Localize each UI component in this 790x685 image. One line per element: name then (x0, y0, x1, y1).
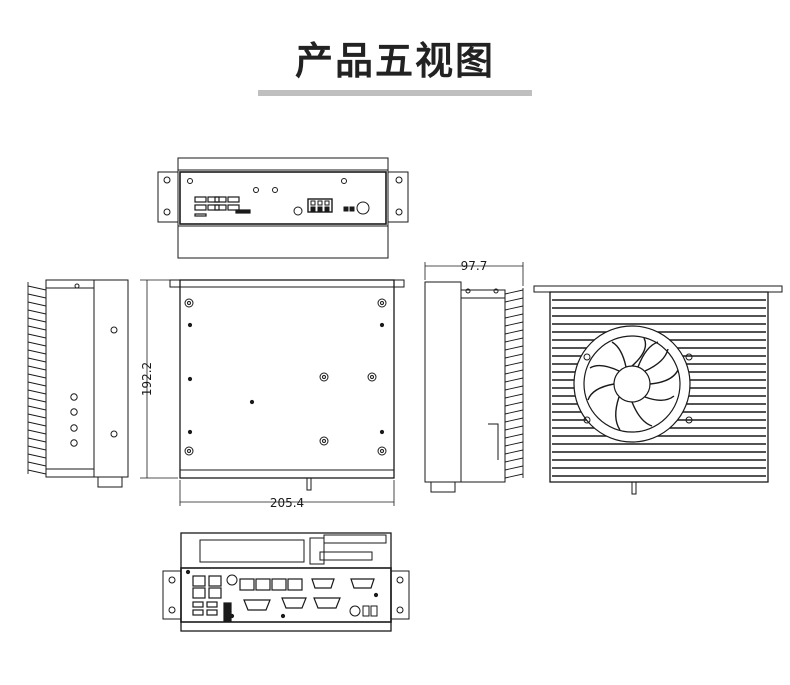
bottom-view-fan (533, 285, 783, 495)
rear-view-io-panel (162, 532, 410, 632)
page-title: 产品五视图 (294, 39, 495, 83)
width-dimension-label: 205.4 (270, 496, 304, 510)
left-side-view (27, 279, 129, 488)
title-underline (258, 90, 532, 96)
height-dimension-label: 192.2 (140, 362, 154, 396)
top-view-front-panel (157, 157, 409, 259)
right-side-view (424, 262, 524, 493)
depth-dimension-label: 97.7 (461, 259, 488, 273)
center-top-view (140, 279, 405, 506)
